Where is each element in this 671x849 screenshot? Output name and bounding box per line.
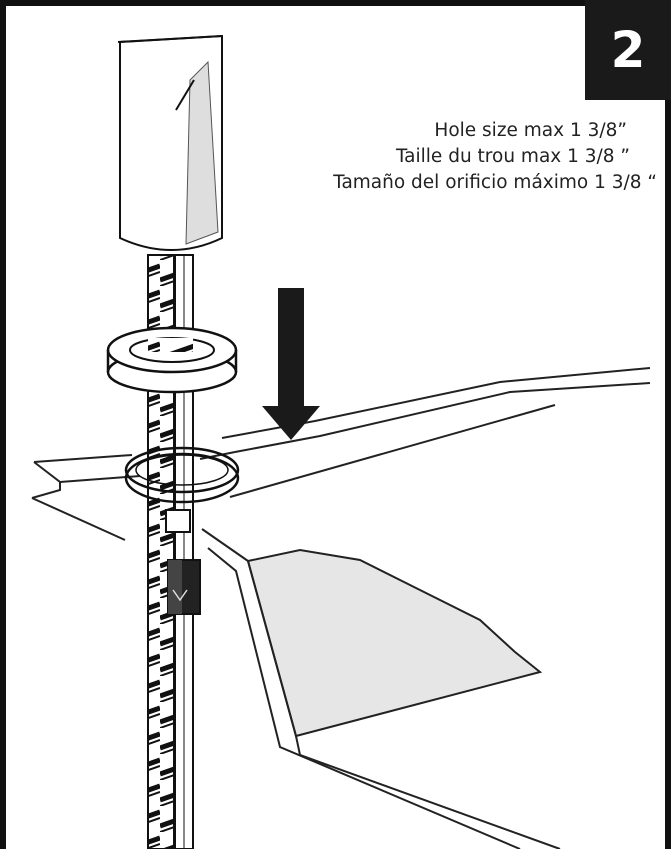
rubber-gasket (106, 326, 238, 394)
sink-basin (201, 528, 561, 849)
down-arrow-icon (262, 288, 320, 440)
mounting-ring (124, 446, 240, 504)
step-number-badge: 2 (585, 0, 671, 100)
hose-connector (165, 509, 201, 615)
caption-english: Hole size max 1 3/8” (434, 120, 627, 141)
countertop (31, 367, 651, 541)
caption-spanish: Tamaño del orificio máximo 1 3/8 “ (333, 172, 657, 193)
faucet-body (117, 34, 223, 251)
caption-french: Taille du trou max 1 3/8 ” (395, 146, 630, 167)
hole-size-captions: Hole size max 1 3/8” Taille du trou max … (197, 118, 657, 196)
